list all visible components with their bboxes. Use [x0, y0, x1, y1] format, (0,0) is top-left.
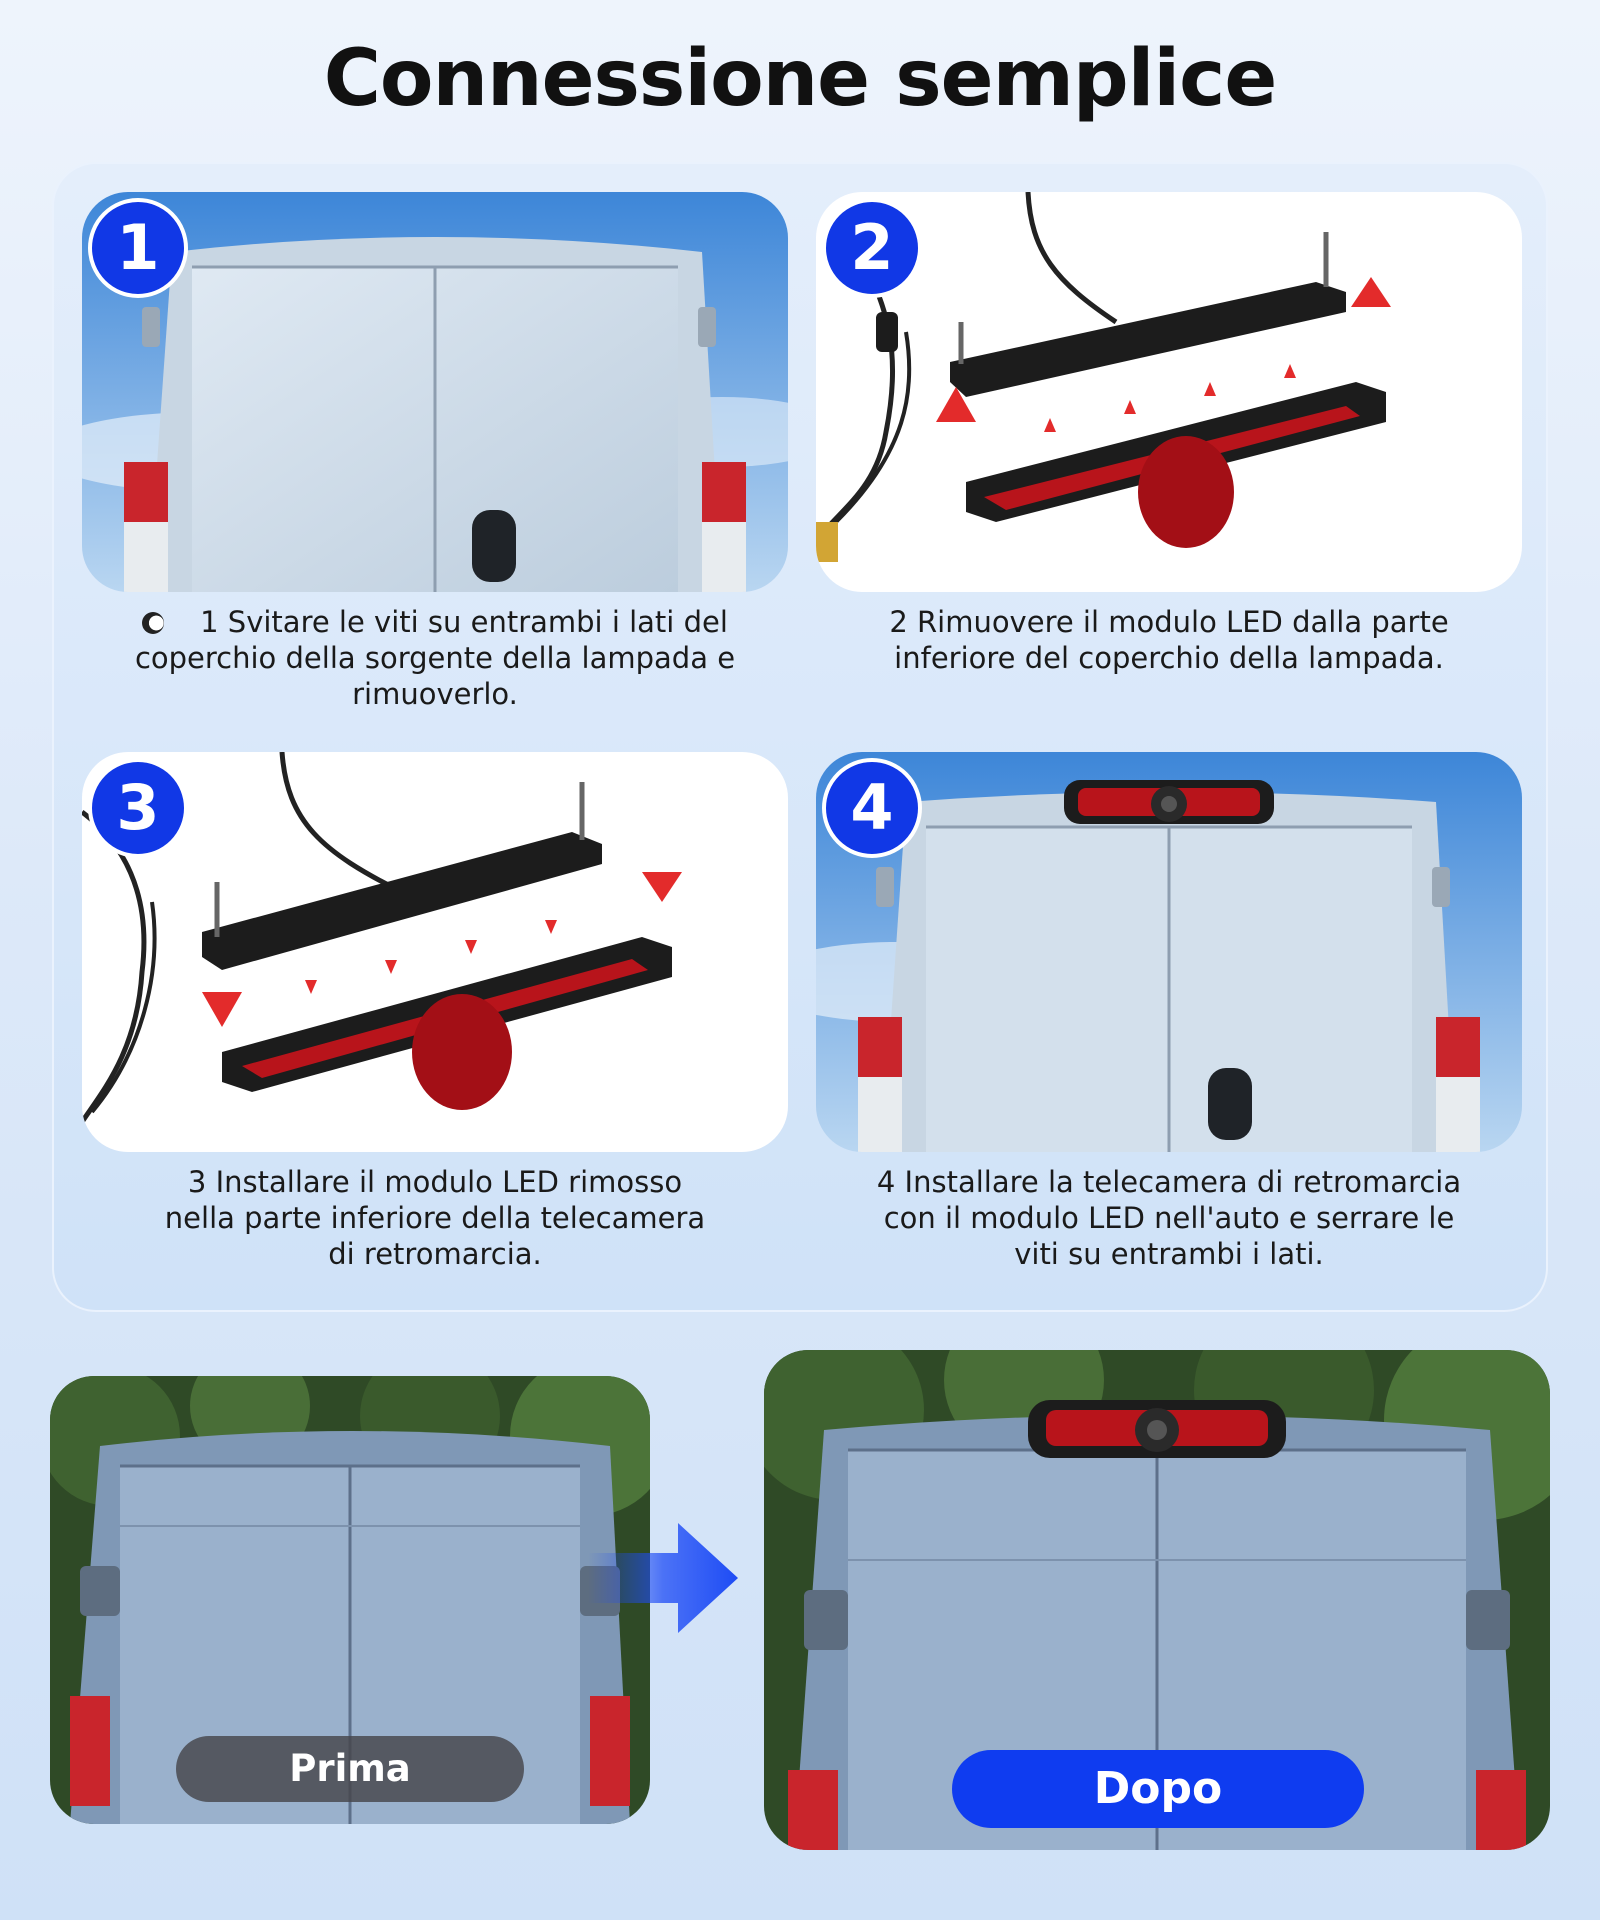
arrow-right-icon	[588, 1523, 738, 1633]
step-1-caption: 1 Svitare le viti su entrambi i lati del…	[134, 605, 736, 711]
step-3-image: 3	[82, 752, 788, 1152]
step-number-badge: 4	[822, 758, 922, 858]
step-4-caption: 4 Installare la telecamera di retromarci…	[876, 1165, 1462, 1271]
step-1-image: 1	[82, 192, 788, 592]
step-4-image: 4	[816, 752, 1522, 1152]
page-title: Connessione semplice	[323, 34, 1278, 124]
step-3-caption: 3 Installare il modulo LED rimosso nella…	[164, 1165, 706, 1271]
step-2-caption: 2 Rimuovere il modulo LED dalla parte in…	[889, 605, 1449, 675]
after-label: Dopo	[952, 1750, 1364, 1828]
van-rear-closed-illustration	[82, 192, 788, 592]
step-number-badge: 2	[822, 198, 922, 298]
moon-icon	[142, 612, 165, 634]
van-with-camera-illustration	[816, 752, 1522, 1152]
step-2-image: 2	[816, 192, 1522, 592]
step-number-badge: 1	[88, 198, 188, 298]
step-number-badge: 3	[88, 758, 188, 858]
led-module-removal-illustration	[816, 192, 1522, 592]
steps-panel: 1 1 Svitare le viti su entrambi i lati d…	[52, 162, 1548, 1312]
before-label: Prima	[176, 1736, 524, 1802]
led-module-install-illustration	[82, 752, 788, 1152]
